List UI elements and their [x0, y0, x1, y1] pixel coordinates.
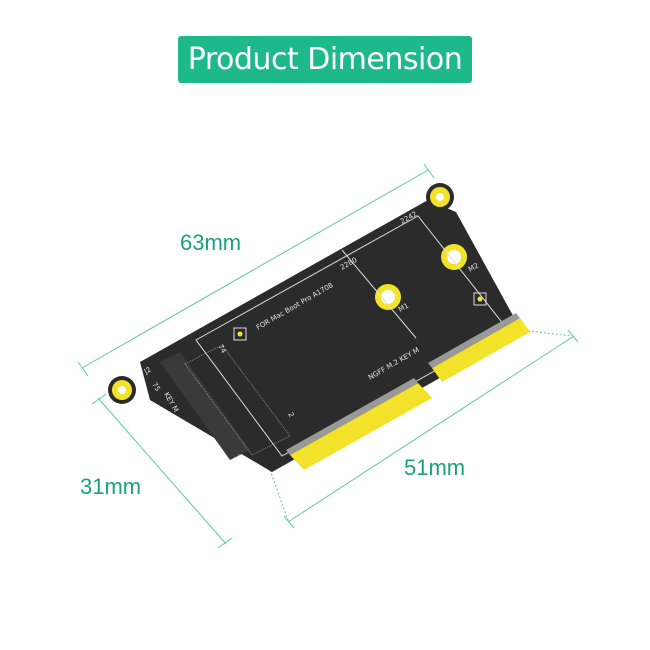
board-label-1: 1	[232, 453, 241, 461]
dimension-lines	[77, 163, 579, 549]
product-dimension-title: Product Dimension	[178, 36, 472, 83]
board-label-75: 75	[150, 381, 161, 393]
gold-fingers-left	[290, 383, 432, 470]
dimension-line-51mm	[287, 335, 575, 523]
dimension-31mm: 31mm	[80, 474, 142, 499]
board-label-2: 2	[286, 411, 295, 419]
dimension-line-31mm	[97, 397, 227, 545]
board-label-j2: J2	[142, 366, 153, 377]
gold-fingers-right	[432, 318, 530, 382]
board-label-74: 74	[216, 343, 228, 355]
m2-connector	[160, 352, 250, 460]
dimension-63mm: 63mm	[180, 230, 242, 255]
dimension-line-63mm	[81, 169, 429, 369]
dimension-51mm: 51mm	[404, 455, 466, 480]
pcb-board: FOR Mac Boot Pro A1708 2280 2242 M1 M2 N…	[108, 183, 530, 472]
